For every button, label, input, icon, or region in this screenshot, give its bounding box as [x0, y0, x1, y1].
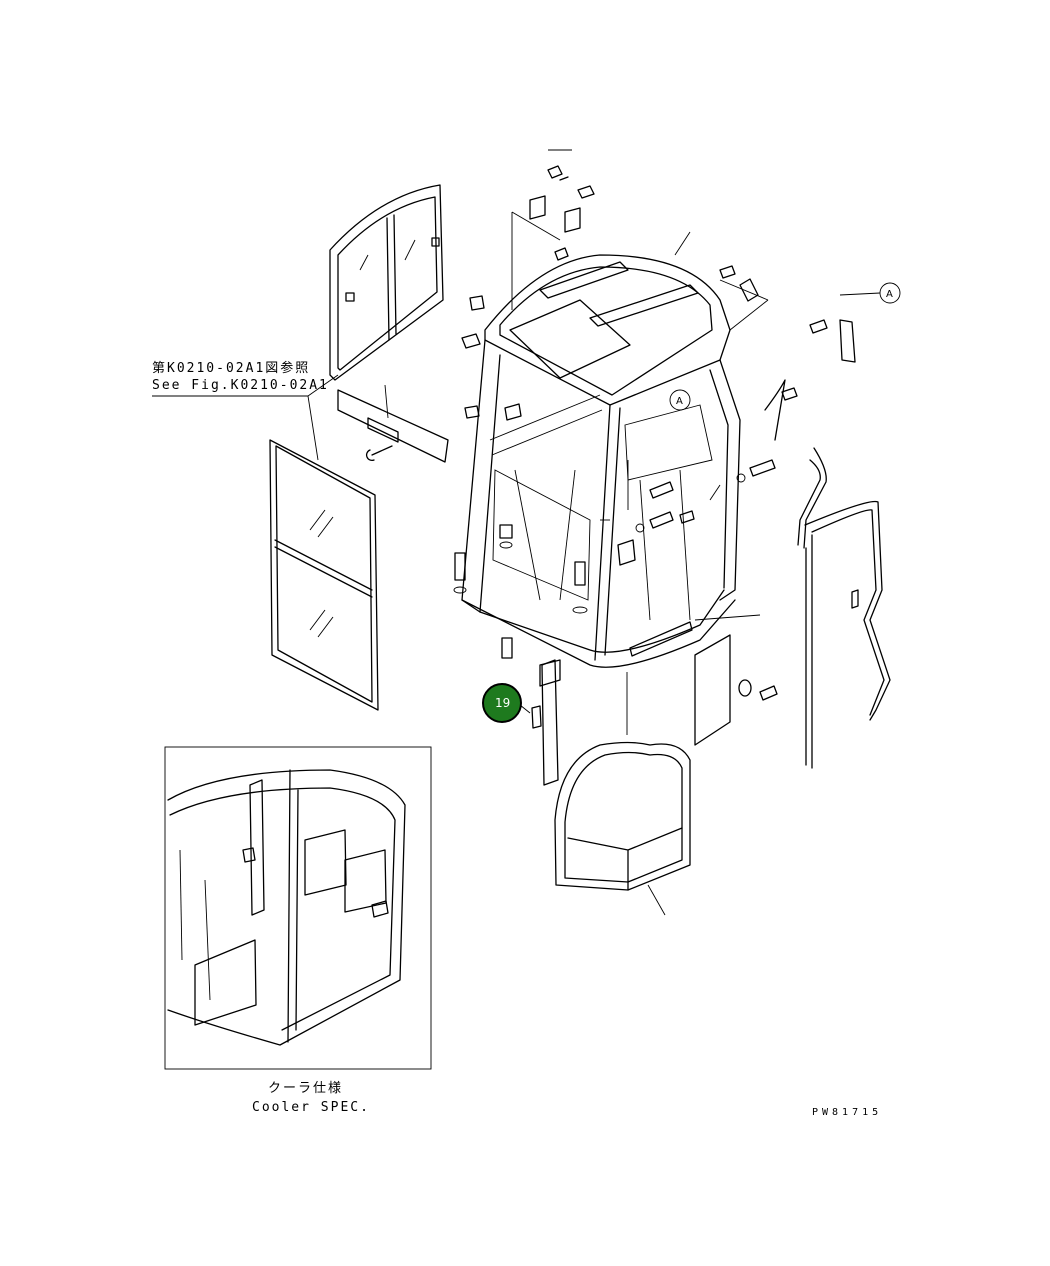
- detail-mark-a-lower: A: [669, 389, 691, 411]
- rear-cover: [554, 672, 691, 916]
- reference-note-japanese: 第K0210-02A1図参照: [152, 360, 310, 376]
- callout-19[interactable]: 19: [482, 683, 522, 723]
- door-seal: [797, 447, 891, 769]
- callout-19-label: 19: [495, 696, 510, 710]
- side-panel: [694, 614, 778, 746]
- floor-hardware: [453, 295, 588, 659]
- inset-caption-english: Cooler SPEC.: [252, 1100, 370, 1115]
- sliding-window: [269, 439, 379, 711]
- inset-caption-japanese: クーラ仕様: [268, 1081, 343, 1096]
- right-hardware: [600, 265, 881, 566]
- cooler-spec-inset: クーラ仕様 Cooler SPEC.: [164, 746, 432, 1115]
- reference-note: 第K0210-02A1図参照 See Fig.K0210-02A1: [152, 360, 339, 461]
- hinge-hardware: [511, 149, 691, 310]
- cab-frame: [461, 254, 741, 668]
- reference-note-english: See Fig.K0210-02A1: [152, 378, 329, 393]
- detail-mark-a-upper: A: [879, 282, 901, 304]
- cab-door-upper: [329, 184, 444, 381]
- detail-mark-label: A: [676, 396, 683, 407]
- support-bracket: [519, 659, 561, 786]
- door-rail-bracket: [337, 384, 449, 463]
- detail-mark-label: A: [886, 289, 893, 300]
- drawing-code: PW81715: [812, 1107, 882, 1118]
